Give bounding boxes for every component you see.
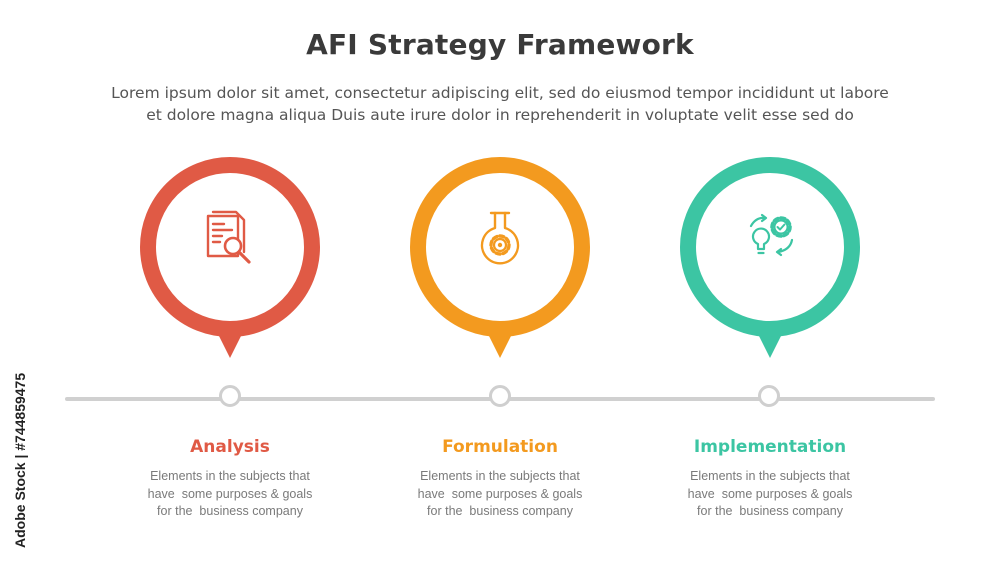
desc-line: Elements in the subjects that	[150, 469, 310, 483]
step-desc-analysis: Elements in the subjects that have some …	[110, 468, 350, 521]
desc-line: Elements in the subjects that	[420, 469, 580, 483]
implementation-pin	[679, 156, 861, 360]
step-desc-implementation: Elements in the subjects that have some …	[650, 468, 890, 521]
desc-line: for the business company	[427, 504, 573, 518]
subtitle-line-1: Lorem ipsum dolor sit amet, consectetur …	[111, 84, 889, 102]
timeline-node-formulation	[489, 385, 511, 407]
analysis-pin	[139, 156, 321, 360]
step-title-formulation: Formulation	[442, 437, 558, 457]
step-title-analysis: Analysis	[190, 437, 270, 457]
page-title: AFI Strategy Framework	[306, 28, 694, 61]
desc-line: have some purposes & goals	[147, 486, 313, 501]
gear-bulb-cycle-icon	[740, 208, 800, 268]
stock-watermark: Adobe Stock | #744859475	[12, 322, 34, 548]
desc-line: Elements in the subjects that	[690, 469, 850, 483]
desc-line: have some purposes & goals	[417, 486, 583, 501]
subtitle-line-2: et dolore magna aliqua Duis aute irure d…	[146, 106, 854, 124]
step-title-implementation: Implementation	[693, 437, 847, 457]
watermark-text: Adobe Stock | #744859475	[12, 372, 28, 548]
document-search-icon	[200, 208, 260, 268]
flask-gear-icon	[470, 208, 530, 268]
desc-line: for the business company	[697, 504, 843, 518]
timeline-node-implementation	[758, 385, 780, 407]
step-desc-formulation: Elements in the subjects that have some …	[380, 468, 620, 521]
page-subtitle: Lorem ipsum dolor sit amet, consectetur …	[40, 82, 960, 126]
desc-line: for the business company	[157, 504, 303, 518]
timeline-node-analysis	[219, 385, 241, 407]
desc-line: have some purposes & goals	[687, 486, 853, 501]
formulation-pin	[409, 156, 591, 360]
